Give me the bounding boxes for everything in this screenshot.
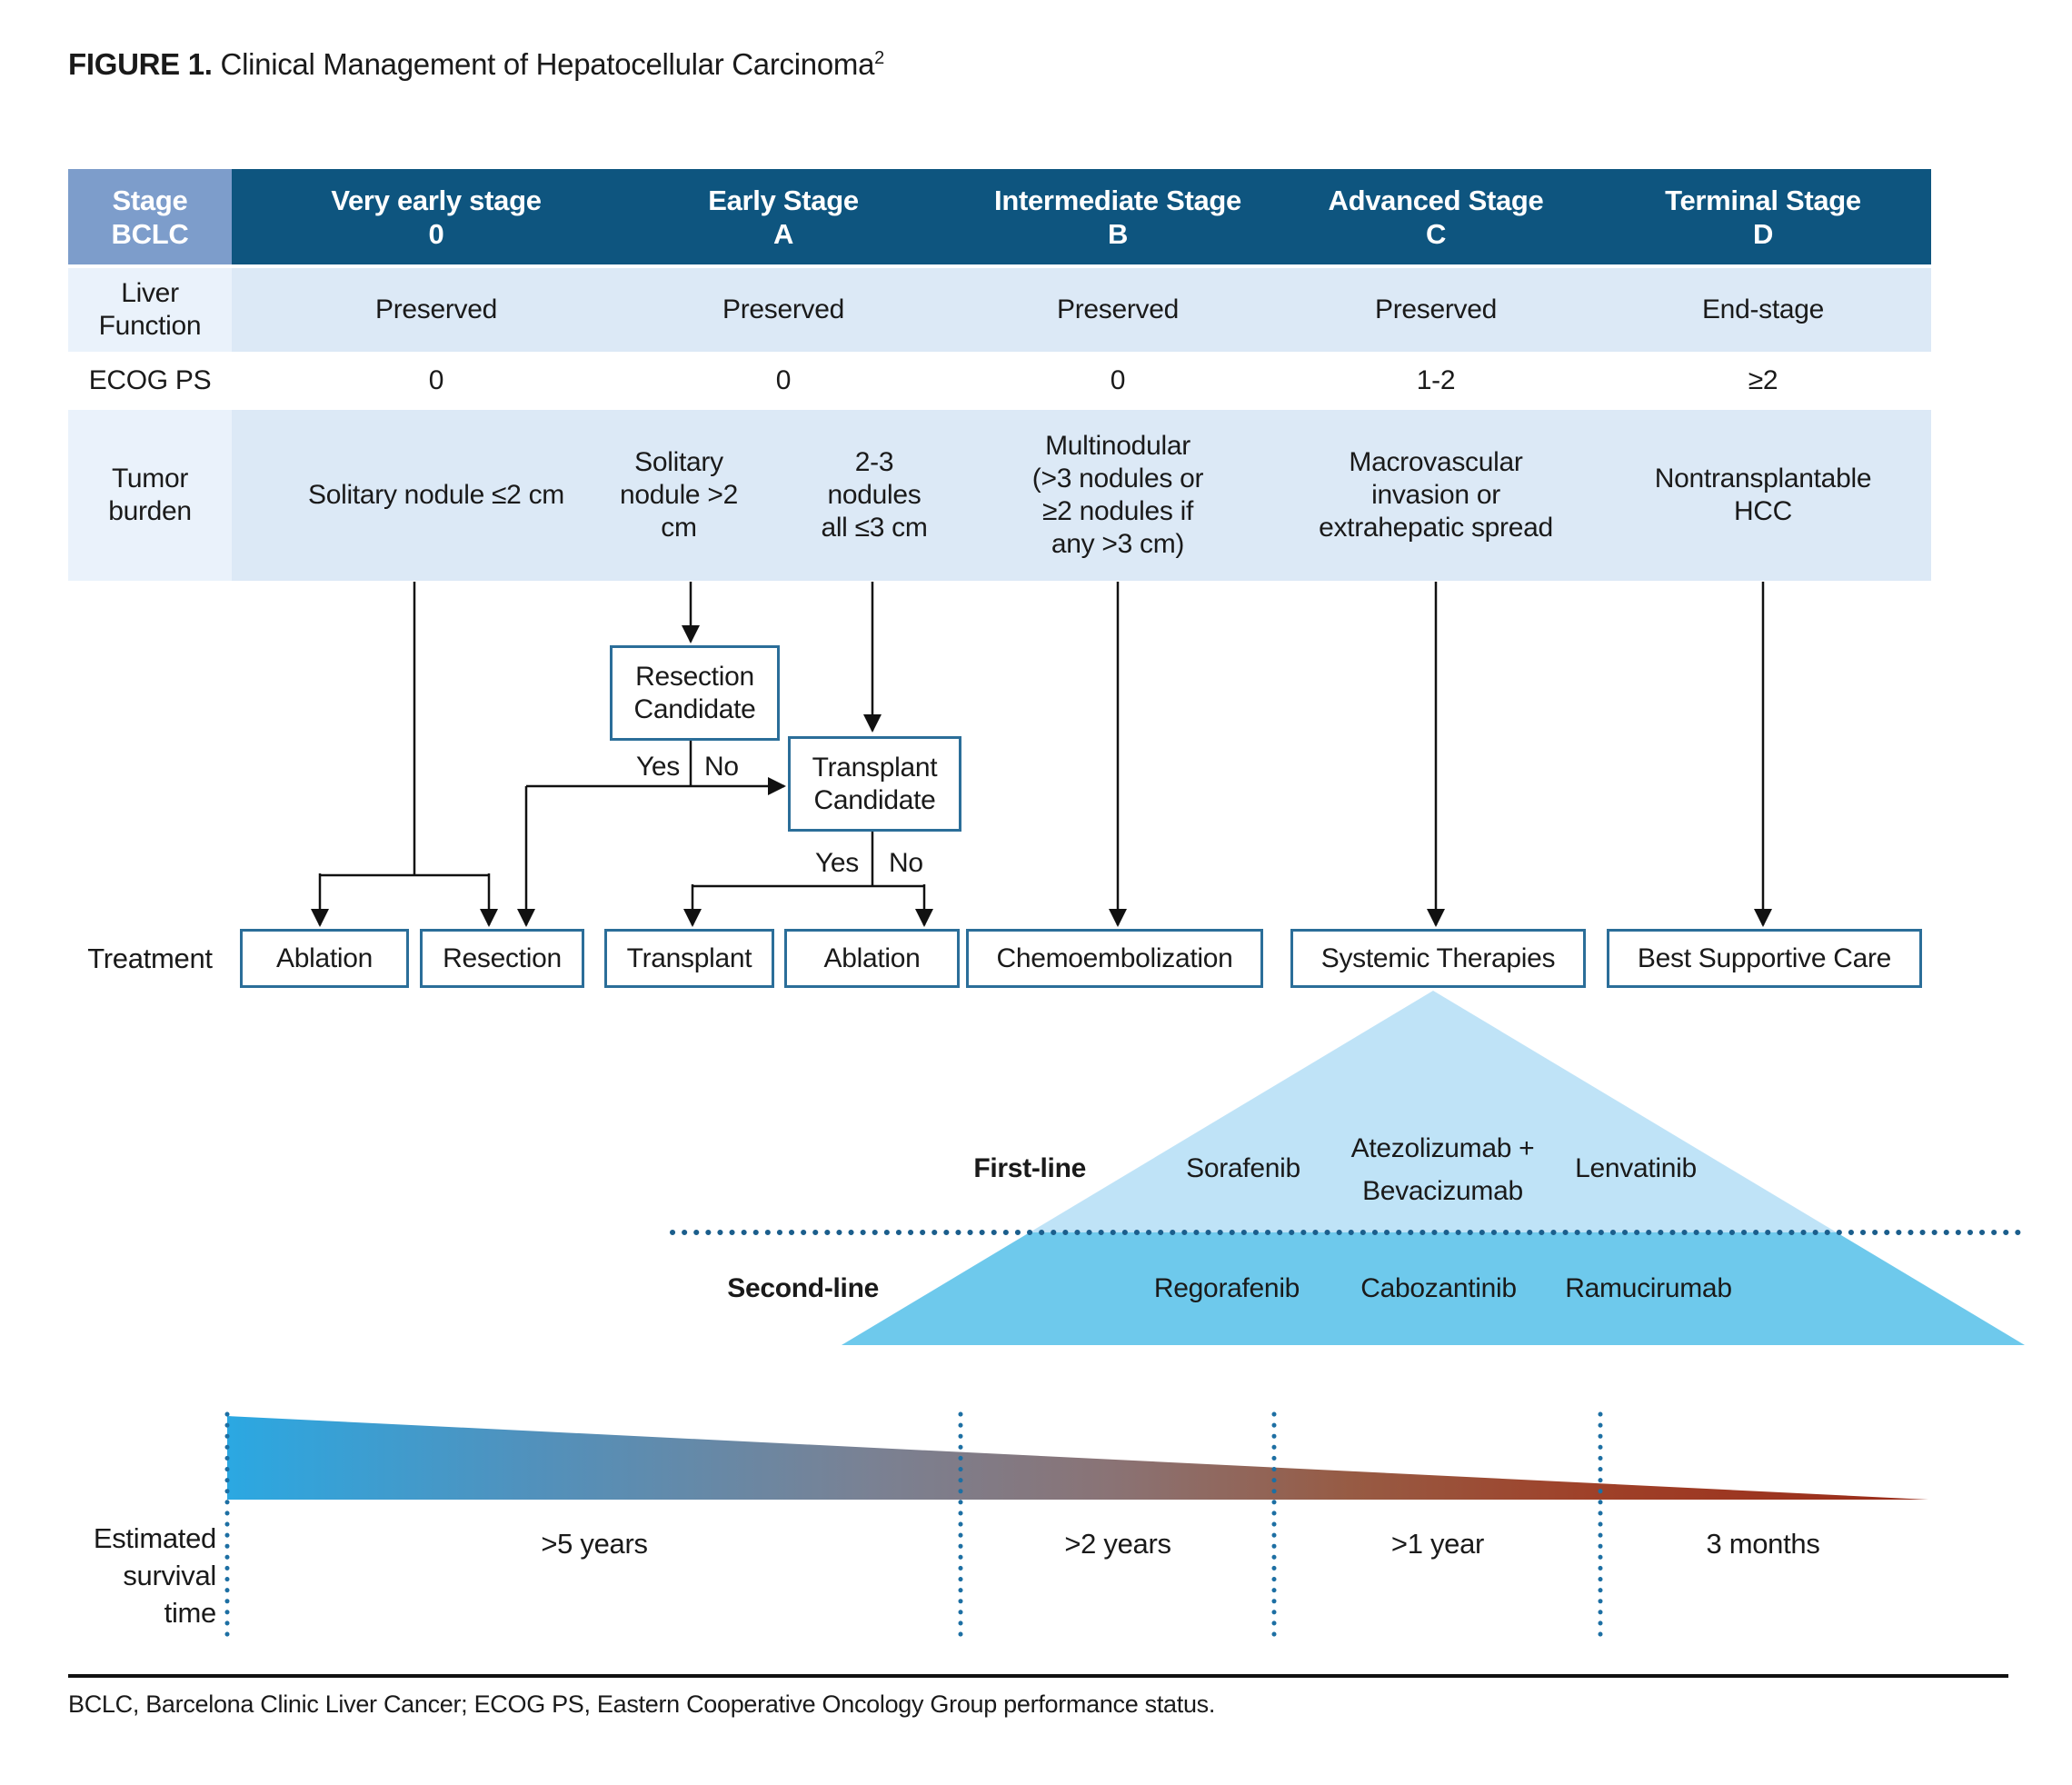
first-line-label: First-line <box>973 1153 1086 1183</box>
survival-segment-1-year: >1 year <box>1390 1528 1485 1560</box>
corner-cell-label: Stage BCLC <box>111 184 189 250</box>
drug-lenvatinib: Lenvatinib <box>1575 1153 1697 1183</box>
stage-header-row <box>232 169 1931 264</box>
survival-axis-label: Estimated survival time <box>93 1522 216 1629</box>
tumor-burden-value: Macrovascular invasion or extrahepatic s… <box>1319 447 1553 543</box>
tumor-burden-value: Solitary nodule >2 cm <box>620 447 738 543</box>
treatment-box-transplant: Transplant <box>604 929 774 988</box>
ecog-value: 0 <box>1110 365 1126 395</box>
figure-title-text: Clinical Management of Hepatocellular Ca… <box>212 47 875 81</box>
resection-candidate-box: Resection Candidate <box>610 645 780 741</box>
ecog-value: 1-2 <box>1416 365 1456 395</box>
yes-label-transplant: Yes <box>814 848 859 878</box>
ecog-value: ≥2 <box>1748 365 1778 395</box>
treatment-box-ablation-2: Ablation <box>784 929 960 988</box>
liver-function-value: Preserved <box>1056 294 1180 324</box>
liver-function-value: Preserved <box>374 294 498 324</box>
footnote-text: BCLC, Barcelona Clinic Liver Cancer; ECO… <box>68 1690 1216 1718</box>
tumor-burden-value: Solitary nodule ≤2 cm <box>308 480 564 510</box>
tumor-burden-band <box>232 410 1931 581</box>
liver-function-value: Preserved <box>1374 294 1498 324</box>
treatment-box-systemic-therapies: Systemic Therapies <box>1290 929 1586 988</box>
tumor-burden-value: Multinodular (>3 nodules or ≥2 nodules i… <box>1031 431 1204 559</box>
treatment-box-chemoembolization: Chemoembolization <box>966 929 1263 988</box>
liver-function-value: End-stage <box>1701 294 1825 324</box>
transplant-candidate-box: Transplant Candidate <box>788 736 961 832</box>
survival-segment-5-years: >5 years <box>541 1528 648 1560</box>
drug-cabozantinib: Cabozantinib <box>1360 1273 1517 1303</box>
treatment-box-resection: Resection <box>420 929 584 988</box>
survival-segment-2-years: >2 years <box>1064 1528 1171 1560</box>
pyramid-lower <box>842 1232 2025 1345</box>
pyramid-upper <box>1030 991 1837 1232</box>
figure-title-superscript: 2 <box>874 48 884 68</box>
drug-sorafenib: Sorafenib <box>1186 1153 1300 1183</box>
corner-cell: Stage BCLC <box>68 169 232 264</box>
drug-atezolizumab-bevacizumab: Atezolizumab + Bevacizumab <box>1350 1133 1535 1206</box>
liver-function-value: Preserved <box>722 294 845 324</box>
drug-ramucirumab: Ramucirumab <box>1565 1273 1732 1303</box>
ecog-value: 0 <box>775 365 792 395</box>
liver-function-label-cell: Liver Function <box>68 268 232 352</box>
survival-gradient-wedge <box>227 1416 1928 1500</box>
treatment-box-ablation-1: Ablation <box>240 929 409 988</box>
ecog-label: ECOG PS <box>68 355 232 406</box>
drug-regorafenib: Regorafenib <box>1153 1273 1300 1303</box>
liver-function-band <box>232 268 1931 352</box>
no-label-transplant: No <box>889 848 923 878</box>
treatment-label: Treatment <box>87 942 213 974</box>
figure-title-prefix: FIGURE 1. <box>68 47 213 81</box>
tumor-burden-label: Tumor burden <box>108 464 192 526</box>
flow-arrows <box>311 582 1772 927</box>
survival-segment-3-months: 3 months <box>1706 1528 1820 1560</box>
liver-function-label: Liver Function <box>98 278 202 341</box>
treatment-box-best-supportive-care: Best Supportive Care <box>1607 929 1922 988</box>
figure-title: FIGURE 1. Clinical Management of Hepatoc… <box>68 47 884 82</box>
second-line-label: Second-line <box>727 1273 879 1303</box>
tumor-burden-label-cell: Tumor burden <box>68 410 232 581</box>
footnote-rule <box>68 1674 2008 1678</box>
ecog-value: 0 <box>428 365 444 395</box>
no-label-resection: No <box>704 752 739 782</box>
tumor-burden-value: 2-3 nodules all ≤3 cm <box>821 447 928 543</box>
yes-label-resection: Yes <box>635 752 680 782</box>
tumor-burden-value: Nontransplantable HCC <box>1654 464 1872 526</box>
